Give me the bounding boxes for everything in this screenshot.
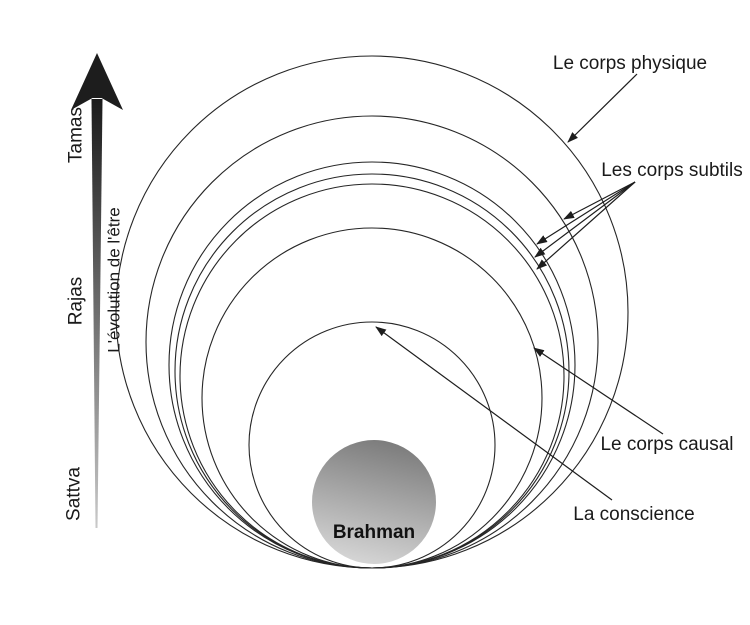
conscience-pointer-line [375,326,613,501]
physical-body-label: Le corps physique [553,53,707,74]
guna-label-tamas: Tamas [66,107,87,163]
causal-pointer-line [533,347,664,435]
guna-label-sattva: Sattva [64,467,85,521]
brahman-label: Brahman [333,522,415,543]
subtils-pointer-line-2 [536,181,636,245]
evolution-arrow [71,53,123,528]
circle-conscience [248,321,496,569]
physique-pointer-line [567,73,638,143]
consciousness-label: La conscience [573,504,694,525]
evolution-arrow-head [71,53,123,110]
pointer-arrows [375,73,664,501]
evolution-arrow-shaft [91,99,103,528]
subtils-pointer-line-1 [563,181,636,220]
guna-label-rajas: Rajas [66,277,87,326]
subtle-bodies-label: Les corps subtils [601,160,743,181]
brahman-sphere [312,440,436,564]
brahman-sphere-group: Brahman [312,440,436,564]
subtils-pointer-line-4 [536,181,636,270]
causal-body-label: Le corps causal [600,434,733,455]
axis-title: L'évolution de l'être [105,207,124,352]
subtils-pointer-line-3 [534,181,636,258]
